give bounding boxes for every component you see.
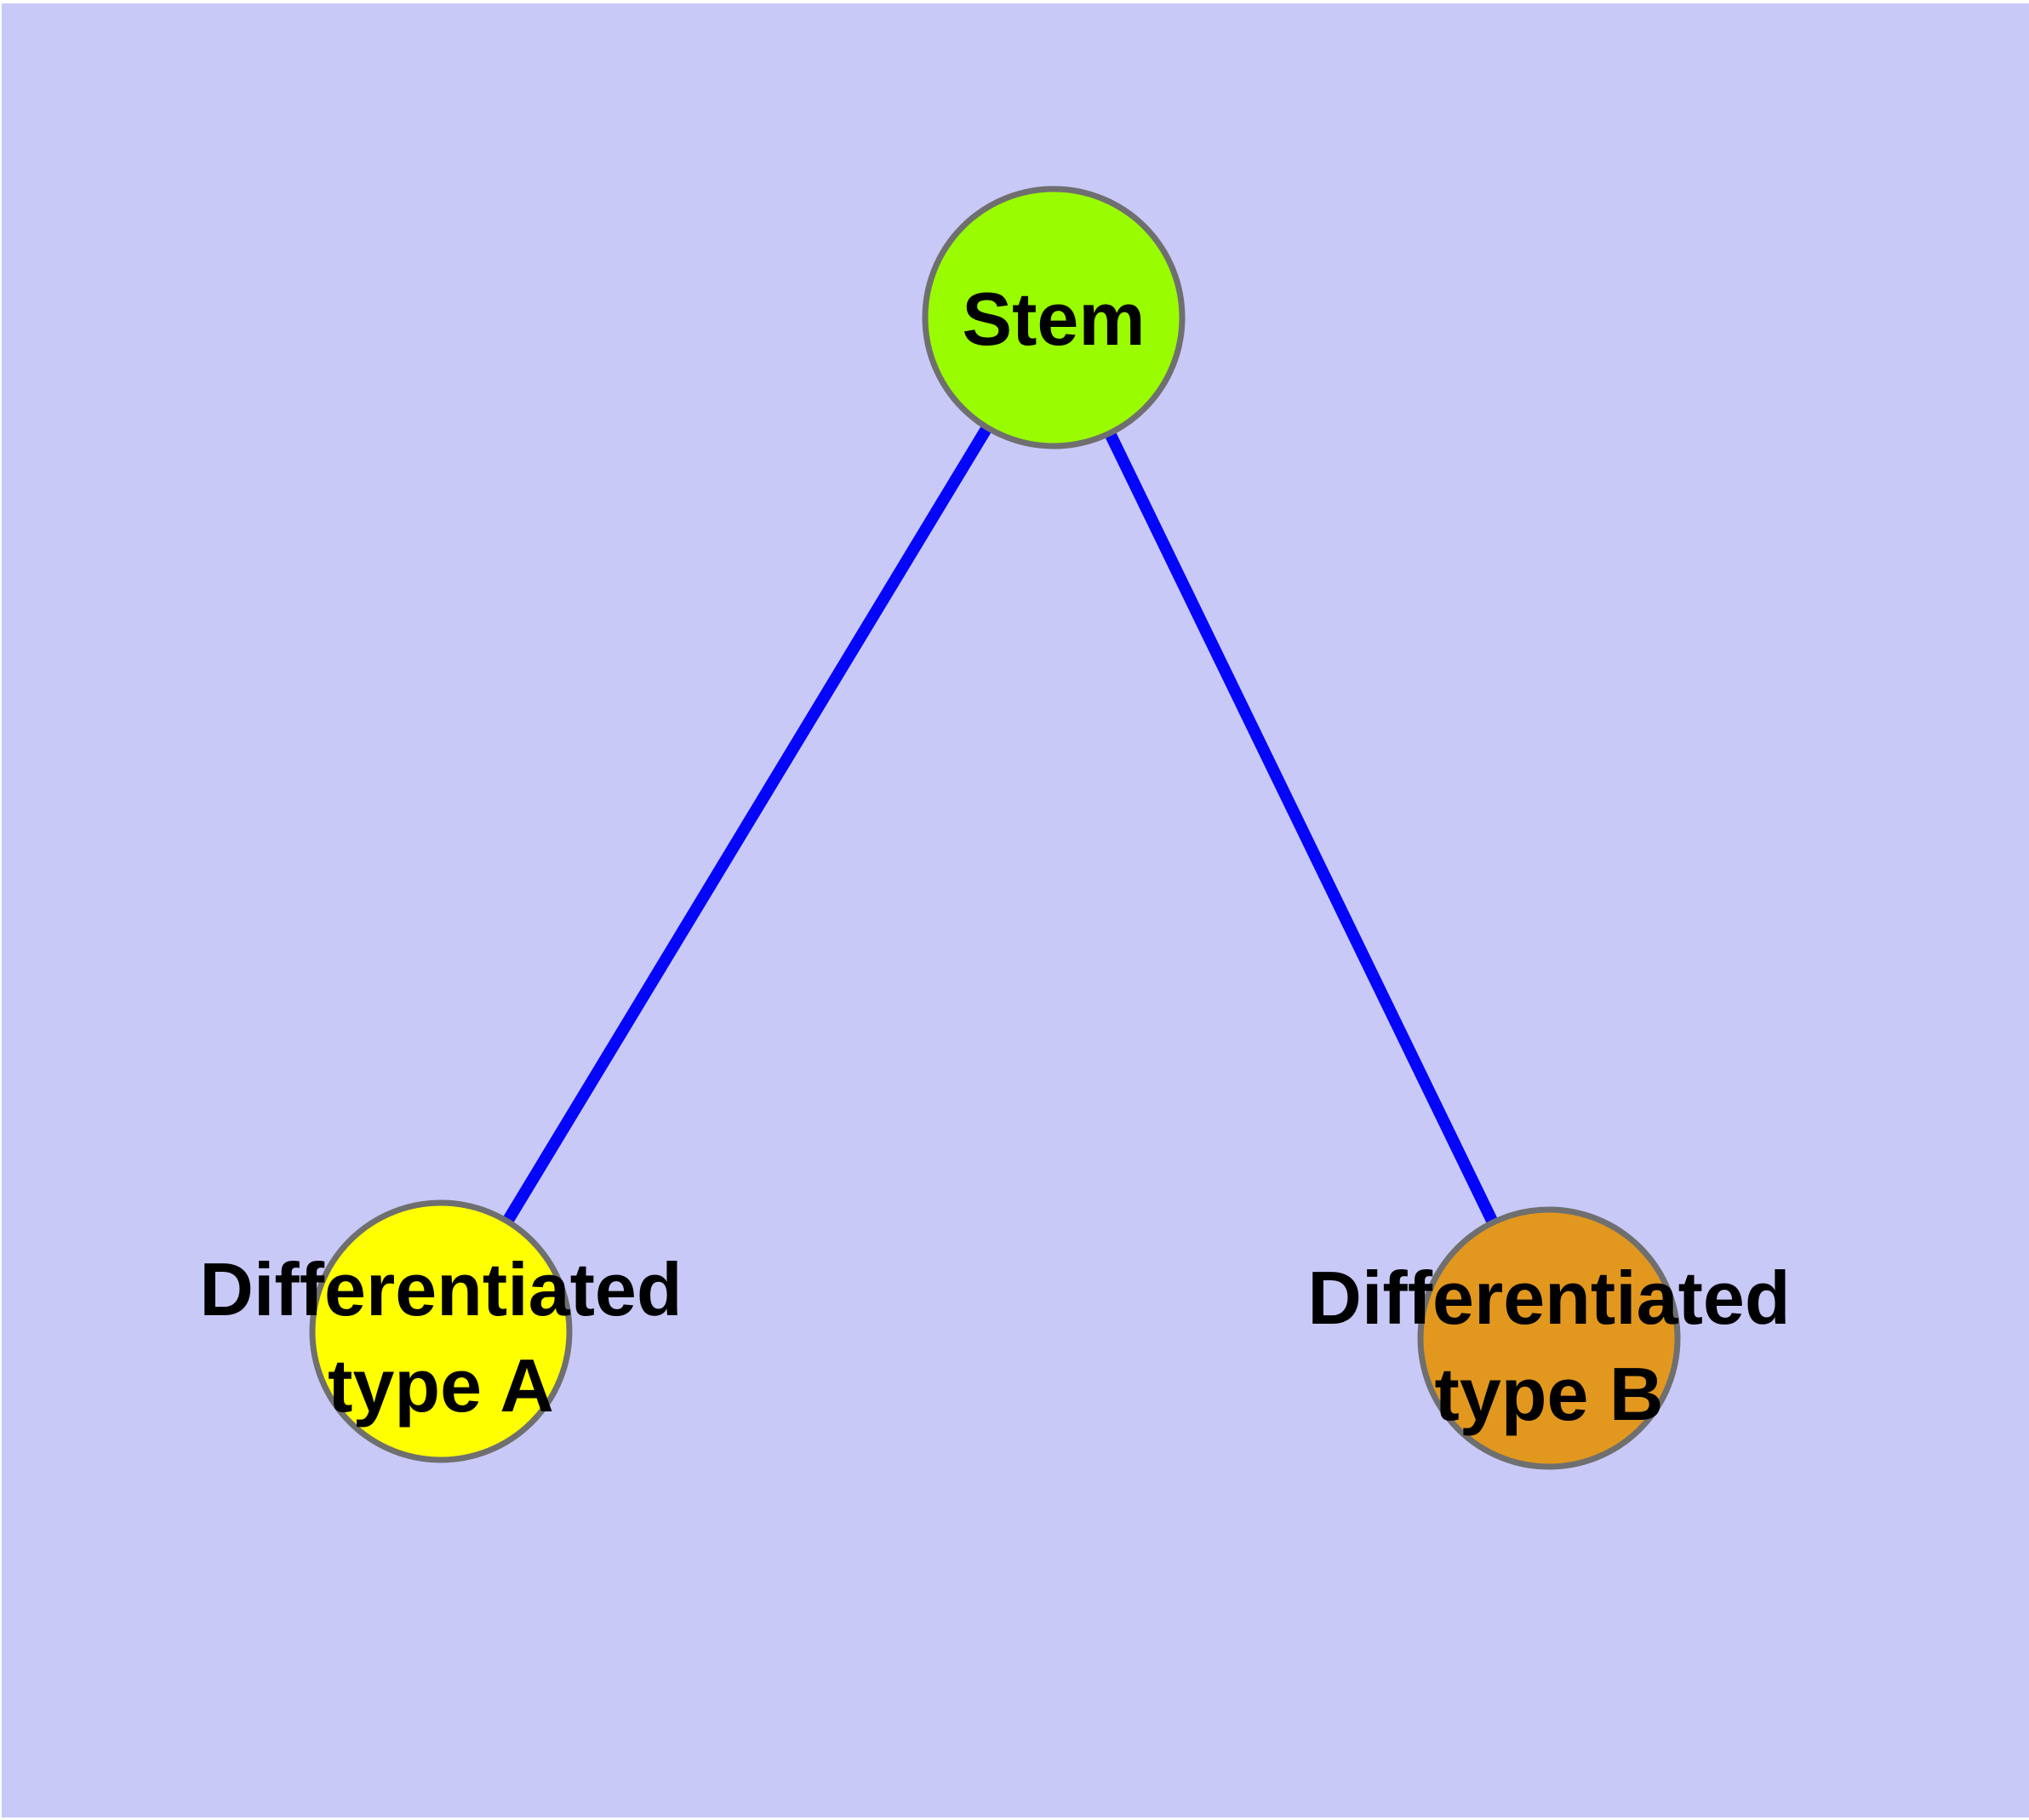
edge-stem-to-type-a <box>436 314 1059 1335</box>
node-stem-label: Stem <box>962 277 1145 361</box>
node-differentiated-type-b <box>1417 1206 1681 1470</box>
node-differentiated-type-a <box>309 1199 573 1463</box>
node-type-b-label-line1: Differentiated <box>1307 1256 1790 1340</box>
node-stem <box>922 186 1186 449</box>
node-type-a-label-line1: Differentiated <box>199 1247 682 1331</box>
node-type-a-label-line2: type A <box>328 1343 554 1428</box>
edge-stem-to-type-b <box>1048 314 1555 1342</box>
node-type-b-label-line2: type B <box>1435 1352 1664 1436</box>
